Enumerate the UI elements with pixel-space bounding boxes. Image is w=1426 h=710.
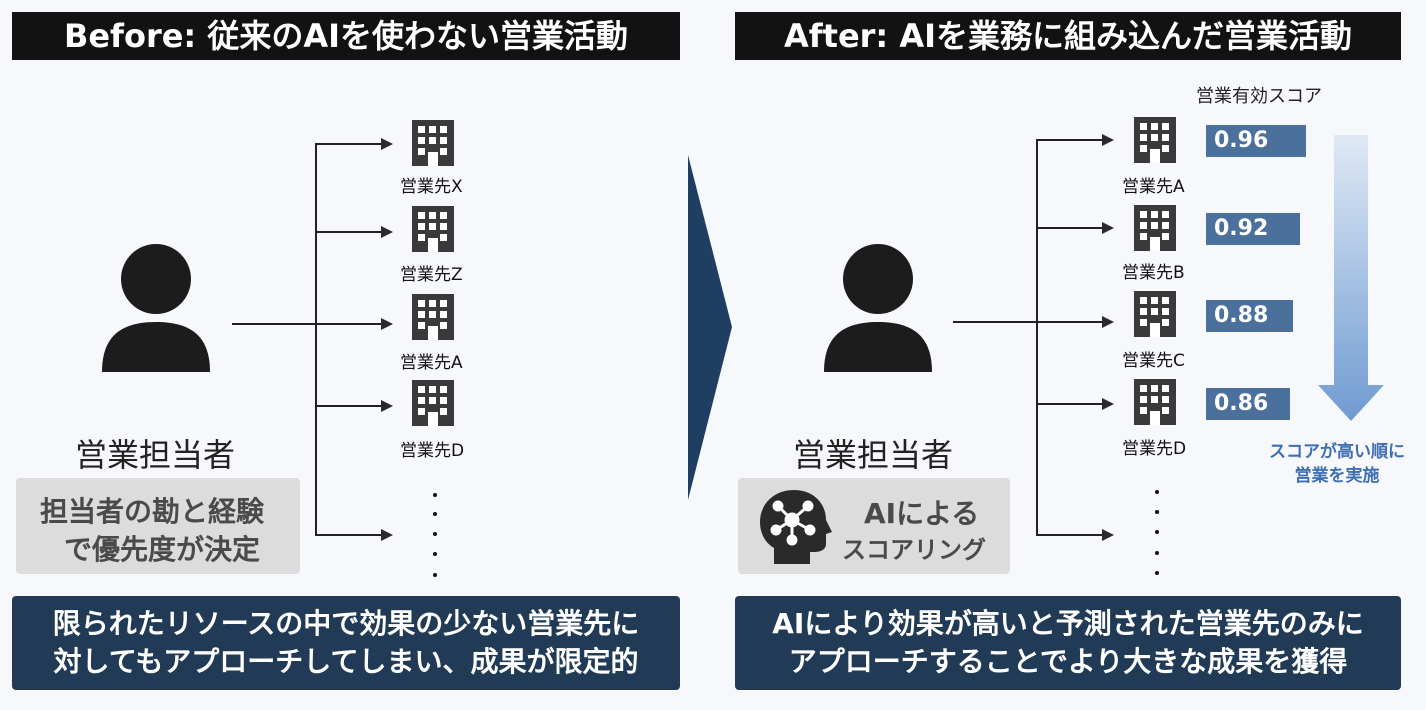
before-person-label: 営業担当者 bbox=[74, 436, 235, 474]
before-arrowhead bbox=[381, 226, 393, 238]
before-arrowhead bbox=[381, 400, 393, 412]
before-branch-line bbox=[315, 323, 383, 325]
after-result-box: AIにより効果が高いと予測された営業先のみに アプローチすることでより大きな成果… bbox=[735, 596, 1401, 690]
ellipsis-dot bbox=[1155, 530, 1159, 534]
after-client-label: 営業先C bbox=[1122, 351, 1185, 371]
after-branch-line bbox=[1036, 227, 1104, 229]
ellipsis-dot bbox=[1155, 510, 1159, 514]
after-branch-line bbox=[1036, 321, 1104, 323]
ellipsis-dot bbox=[1155, 551, 1159, 555]
building-icon bbox=[412, 120, 454, 166]
ai-box-line-2: スコアリング bbox=[842, 536, 986, 564]
after-person-label: 営業担当者 bbox=[792, 436, 953, 474]
before-result-line-1: 限られたリソースの中で効果の少ない営業先に bbox=[52, 607, 640, 640]
after-arrowhead bbox=[1102, 222, 1114, 234]
building-icon bbox=[412, 380, 454, 426]
building-icon bbox=[1134, 379, 1176, 425]
after-result-line-2: アプローチすることでより大きな成果を獲得 bbox=[788, 645, 1348, 678]
before-decision-line-2: で優先度が決定 bbox=[64, 533, 261, 566]
after-arrowhead bbox=[1102, 529, 1114, 541]
before-arrowhead bbox=[381, 138, 393, 150]
before-branch-line bbox=[315, 143, 383, 145]
person-icon bbox=[824, 244, 932, 372]
before-client-label: 営業先Z bbox=[400, 265, 463, 285]
before-main-line bbox=[232, 323, 316, 325]
before-client-label: 営業先X bbox=[400, 177, 463, 197]
score-title: 営業有効スコア bbox=[1196, 86, 1322, 107]
arrow-down-icon bbox=[1318, 135, 1384, 421]
before-client-label: 営業先D bbox=[400, 441, 465, 461]
score-bar: 0.92 bbox=[1206, 213, 1300, 245]
order-note: スコアが高い順に 営業を実施 bbox=[1252, 440, 1422, 488]
after-header: After: AIを業務に組み込んだ営業活動 bbox=[735, 12, 1401, 60]
person-icon bbox=[102, 244, 210, 372]
before-decision-box: 担当者の勘と経験 で優先度が決定 bbox=[16, 478, 300, 574]
after-client-label: 営業先B bbox=[1122, 263, 1185, 283]
building-icon bbox=[412, 206, 454, 252]
before-result-box: 限られたリソースの中で効果の少ない営業先に 対してもアプローチしてしまい、成果が… bbox=[12, 596, 680, 690]
ellipsis-dot bbox=[1155, 490, 1159, 494]
after-arrowhead bbox=[1102, 316, 1114, 328]
after-arrowhead bbox=[1102, 398, 1114, 410]
score-bar: 0.88 bbox=[1206, 300, 1293, 332]
before-header: Before: 従来のAIを使わない営業活動 bbox=[12, 12, 680, 60]
score-bar: 0.96 bbox=[1206, 125, 1306, 157]
before-result-line-2: 対してもアプローチしてしまい、成果が限定的 bbox=[53, 645, 639, 678]
before-arrowhead bbox=[381, 318, 393, 330]
ellipsis-dot bbox=[433, 512, 437, 516]
arrow-right-icon bbox=[688, 155, 732, 500]
after-branch-line bbox=[1036, 534, 1104, 536]
ellipsis-dot bbox=[433, 532, 437, 536]
building-icon bbox=[412, 294, 454, 340]
before-arrowhead bbox=[381, 529, 393, 541]
score-bar: 0.86 bbox=[1206, 388, 1290, 420]
building-icon bbox=[1134, 205, 1176, 251]
order-note-line-1: スコアが高い順に bbox=[1269, 442, 1405, 462]
before-decision-line-1: 担当者の勘と経験 bbox=[40, 495, 265, 528]
ellipsis-dot bbox=[433, 552, 437, 556]
after-arrowhead bbox=[1102, 134, 1114, 146]
before-client-label: 営業先A bbox=[400, 353, 463, 373]
after-client-label: 営業先D bbox=[1122, 439, 1187, 459]
after-branch-line bbox=[1036, 403, 1104, 405]
before-branch-line bbox=[315, 231, 383, 233]
before-trunk-line bbox=[315, 143, 317, 535]
after-result-line-1: AIにより効果が高いと予測された営業先のみに bbox=[772, 607, 1364, 640]
after-trunk-line bbox=[1036, 139, 1038, 535]
building-icon bbox=[1134, 117, 1176, 163]
ai-head-icon bbox=[760, 490, 832, 564]
order-note-line-2: 営業を実施 bbox=[1294, 466, 1380, 486]
after-main-line bbox=[953, 321, 1037, 323]
ai-box-line-1: AIによる bbox=[864, 497, 980, 530]
before-branch-line bbox=[315, 405, 383, 407]
after-branch-line bbox=[1036, 139, 1104, 141]
building-icon bbox=[1134, 291, 1176, 337]
ai-scoring-box: AIによる スコアリング bbox=[738, 478, 1010, 574]
ellipsis-dot bbox=[433, 493, 437, 497]
before-branch-line bbox=[315, 534, 383, 536]
ellipsis-dot bbox=[433, 573, 437, 577]
after-client-label: 営業先A bbox=[1122, 177, 1185, 197]
ellipsis-dot bbox=[1155, 571, 1159, 575]
